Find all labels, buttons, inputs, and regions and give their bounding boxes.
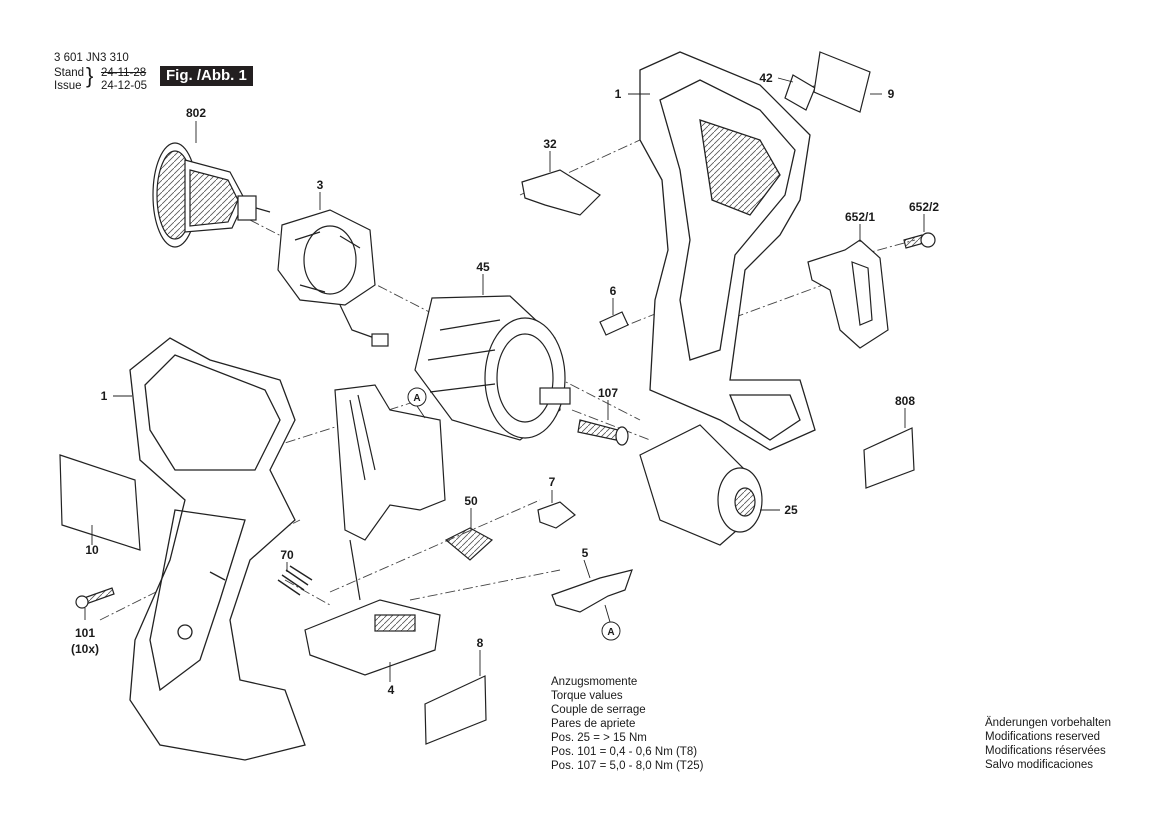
label-652-2: 652/2 — [909, 200, 939, 214]
label-42-part — [784, 74, 816, 111]
label-101-qty: (10x) — [71, 642, 99, 656]
label-8: 8 — [477, 636, 484, 650]
label-6: 6 — [610, 284, 617, 298]
torque-line: Pos. 107 = 5,0 - 8,0 Nm (T25) — [551, 760, 704, 772]
part-number: 3 601 JN3 310 — [54, 52, 129, 64]
ref-a-circle — [601, 621, 621, 641]
screw-652-2-part — [903, 232, 936, 249]
stator-part — [277, 209, 389, 347]
label-7: 7 — [549, 475, 556, 489]
label-9-part — [813, 51, 871, 113]
modifications-line: Modifications réservées — [985, 745, 1106, 757]
label-25: 25 — [784, 503, 798, 517]
label-50: 50 — [464, 494, 478, 508]
label-107: 107 — [598, 386, 618, 400]
label-802: 802 — [186, 106, 206, 120]
brace-icon: } — [86, 63, 94, 88]
screw-107-part — [577, 419, 629, 446]
housing-left-part — [129, 337, 306, 761]
modifications-line: Modifications reserved — [985, 731, 1101, 743]
housing-right-part — [639, 51, 816, 451]
modifications-line: Salvo modificaciones — [985, 759, 1094, 771]
torque-line: Pos. 25 = > 15 Nm — [551, 732, 647, 744]
figure-label: Fig. /Abb. 1 — [160, 66, 253, 86]
torque-line: Torque values — [551, 690, 623, 702]
issue-label: Issue — [54, 80, 82, 92]
label-32: 32 — [543, 137, 557, 151]
slide-32-part — [521, 169, 601, 216]
leader-lines — [84, 77, 925, 682]
label-8-part — [424, 675, 487, 745]
torque-line: Pos. 101 = 0,4 - 0,6 Nm (T8) — [551, 746, 698, 758]
label-4: 4 — [388, 683, 395, 697]
armature-part — [152, 142, 271, 248]
part-6-clip — [599, 311, 629, 336]
switch-module-part — [304, 384, 446, 676]
torque-note: Anzugsmomente Torque values Couple de se… — [551, 675, 703, 773]
issue-date: 24-12-05 — [101, 80, 148, 92]
screw-101-part — [75, 587, 115, 609]
label-42: 42 — [759, 71, 773, 85]
label-3: 3 — [317, 178, 324, 192]
label-101: 101 — [75, 626, 95, 640]
torque-line: Anzugsmomente — [551, 676, 638, 688]
stand-date: 24-11-28 — [101, 67, 147, 79]
chuck-part — [639, 424, 763, 546]
spring-70-part — [277, 565, 313, 596]
gearbox-part — [414, 295, 571, 441]
label-1-left: 1 — [101, 389, 108, 403]
modifications-line: Änderungen vorbehalten — [985, 717, 1111, 729]
ref-a-label: A — [413, 393, 420, 404]
label-808-part — [863, 427, 915, 489]
ref-a-label: A — [607, 627, 614, 638]
ref-a-circle — [407, 387, 427, 407]
torque-line: Couple de serrage — [551, 704, 646, 716]
label-45: 45 — [476, 260, 490, 274]
modifications-note: Änderungen vorbehalten Modifications res… — [985, 716, 1111, 772]
part-5 — [551, 569, 633, 613]
belt-clip-part — [807, 239, 889, 349]
label-9: 9 — [888, 87, 895, 101]
stand-label: Stand — [54, 67, 85, 79]
label-652-1: 652/1 — [845, 210, 875, 224]
label-5: 5 — [582, 546, 589, 560]
label-70: 70 — [280, 548, 294, 562]
part-7 — [537, 501, 576, 529]
part-50 — [444, 527, 494, 561]
label-10: 10 — [85, 543, 99, 557]
torque-line: Pares de apriete — [551, 718, 636, 730]
label-808: 808 — [895, 394, 915, 408]
label-1-top: 1 — [615, 87, 622, 101]
label-10-part — [59, 454, 141, 551]
